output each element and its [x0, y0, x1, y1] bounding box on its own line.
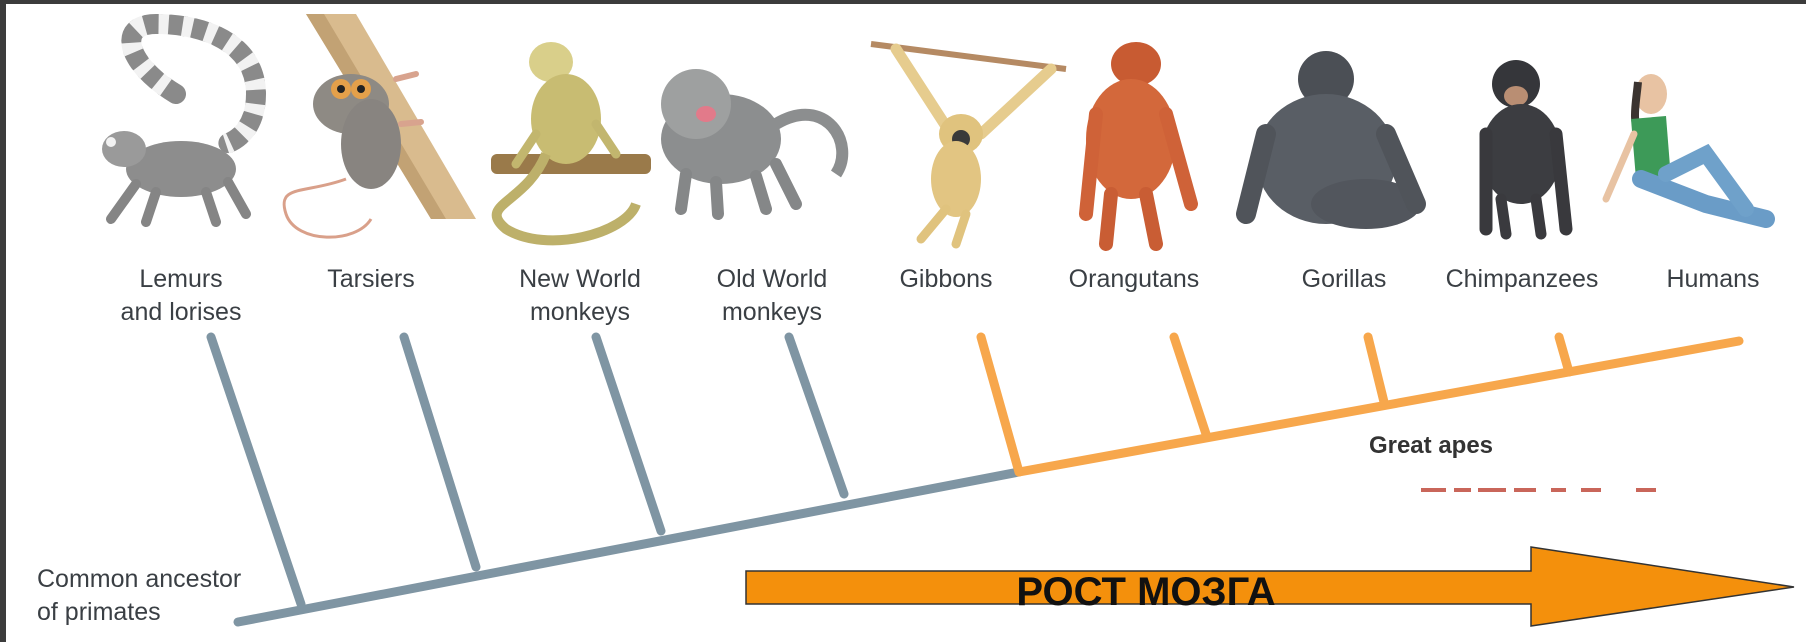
- brain-growth-label: РОСТ МОЗГА: [1016, 570, 1275, 614]
- taxon-label-lemurs-line-1: Lemurs: [139, 265, 222, 293]
- brain-growth-arrow: РОСТ МОЗГА: [746, 547, 1794, 626]
- taxon-label-old-world-monkeys: Old World monkeys: [717, 265, 828, 326]
- taxon-label-lemurs: Lemurs and lorises: [121, 265, 242, 326]
- branch-chimpanzees: [1559, 337, 1569, 372]
- root-label-line-2: of primates: [37, 598, 161, 626]
- taxon-label-gorillas-line-1: Gorillas: [1302, 265, 1387, 293]
- root-label-line-1: Common ancestor: [37, 565, 241, 593]
- orangutan-illustration: [1086, 42, 1191, 244]
- taxon-label-new-world-monkeys-line-1: New World: [519, 265, 641, 293]
- taxon-label-humans: Humans: [1666, 265, 1759, 293]
- taxon-label-new-world-monkeys: New World monkeys: [519, 265, 641, 326]
- branch-new-world-monkeys: [596, 337, 661, 531]
- taxon-label-lemurs-line-2: and lorises: [121, 298, 242, 326]
- lemur-illustration: [102, 24, 256, 222]
- diagram-frame: Lemurs and lorises Tarsiers New World monkey…: [6, 4, 1806, 642]
- taxon-label-gibbons-line-1: Gibbons: [899, 265, 992, 293]
- branch-gibbons: [981, 337, 1019, 472]
- taxon-label-new-world-monkeys-line-2: monkeys: [530, 298, 630, 326]
- taxon-label-old-world-monkeys-line-1: Old World: [717, 265, 828, 293]
- chimpanzee-illustration: [1481, 60, 1566, 234]
- branch-lemurs: [211, 337, 301, 604]
- taxon-label-old-world-monkeys-line-2: monkeys: [722, 298, 822, 326]
- new-world-monkey-illustration: [491, 42, 651, 240]
- tarsier-illustration: [284, 14, 476, 237]
- taxon-labels: Lemurs and lorises Tarsiers New World monkey…: [121, 265, 1760, 326]
- branch-orangutans: [1174, 337, 1206, 434]
- taxon-label-chimpanzees: Chimpanzees: [1446, 265, 1599, 293]
- taxon-label-orangutans-line-1: Orangutans: [1069, 265, 1200, 293]
- great-apes-label: Great apes: [1369, 432, 1493, 459]
- taxon-label-orangutans: Orangutans: [1069, 265, 1200, 293]
- branch-old-world-monkeys: [789, 337, 844, 494]
- taxon-label-gibbons: Gibbons: [899, 265, 992, 293]
- taxon-label-humans-line-1: Humans: [1666, 265, 1759, 293]
- human-illustration: [1606, 74, 1766, 219]
- gorilla-illustration: [1246, 51, 1421, 229]
- root-label: Common ancestor of primates: [37, 565, 248, 626]
- old-world-monkey-illustration: [661, 69, 842, 214]
- branch-tarsiers: [404, 337, 476, 567]
- taxon-label-tarsiers-line-1: Tarsiers: [327, 265, 415, 293]
- branch-gorillas: [1368, 337, 1384, 402]
- primate-cladogram: Lemurs and lorises Tarsiers New World monkey…: [6, 4, 1806, 642]
- taxon-label-tarsiers: Tarsiers: [327, 265, 415, 293]
- taxon-label-gorillas: Gorillas: [1302, 265, 1387, 293]
- gibbon-illustration: [871, 44, 1066, 244]
- taxon-label-chimpanzees-line-1: Chimpanzees: [1446, 265, 1599, 293]
